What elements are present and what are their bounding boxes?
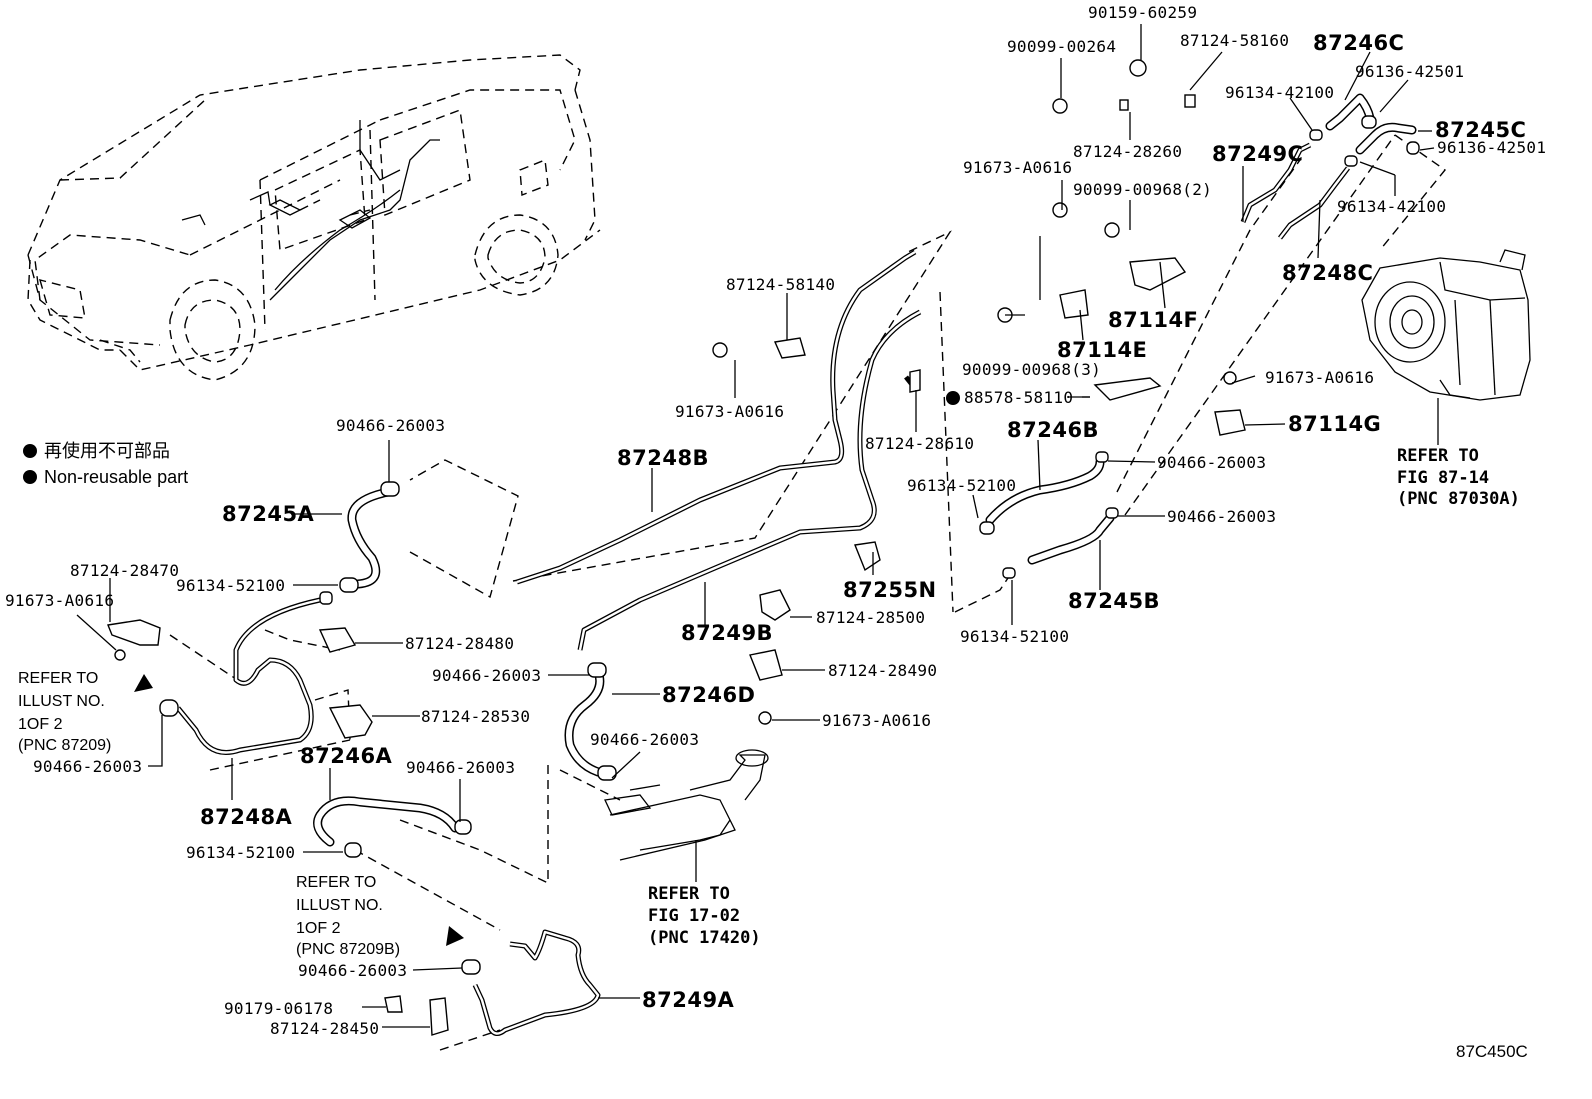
ref-line: ILLUST NO. bbox=[18, 693, 105, 710]
diagram-code: 87C450C bbox=[1456, 1042, 1528, 1061]
nonreusable-icon bbox=[23, 470, 37, 484]
part-number: 87124-58160 bbox=[1180, 31, 1289, 50]
arrows bbox=[134, 391, 960, 946]
part-number: 96134-52100 bbox=[186, 843, 295, 862]
ref-note-3: REFER TO FIG 17-02 (PNC 17420) bbox=[648, 884, 761, 948]
part-number: 91673-A0616 bbox=[1265, 368, 1374, 387]
part-number: 87255N bbox=[843, 578, 937, 602]
ref-line: REFER TO bbox=[648, 884, 730, 904]
part-number: 90466-26003 bbox=[590, 730, 699, 749]
up-arrow-icon bbox=[134, 674, 153, 692]
part-number: 90099-00264 bbox=[1007, 37, 1116, 56]
ref-line: 1OF 2 bbox=[18, 716, 63, 733]
part-number: 88578-58110 bbox=[964, 388, 1073, 407]
ref-line: 1OF 2 bbox=[296, 920, 341, 937]
part-number: 90179-06178 bbox=[224, 999, 333, 1018]
part-number: 87114F bbox=[1108, 308, 1198, 332]
part-number: 87246B bbox=[1007, 418, 1099, 442]
part-number: 87124-28470 bbox=[70, 561, 179, 580]
ref-note-4: REFER TO FIG 87-14 (PNC 87030A) bbox=[1397, 446, 1520, 509]
part-number: 91673-A0616 bbox=[5, 591, 114, 610]
part-number: 87124-28530 bbox=[421, 707, 530, 726]
part-number: 90466-26003 bbox=[1157, 453, 1266, 472]
part-number: 96134-42100 bbox=[1225, 83, 1334, 102]
part-number: 87249B bbox=[681, 621, 773, 645]
part-number: 90466-26003 bbox=[1167, 507, 1276, 526]
part-number: 96134-52100 bbox=[907, 476, 1016, 495]
legend-jp: 再使用不可部品 bbox=[44, 441, 170, 461]
part-number: 87245B bbox=[1068, 589, 1160, 613]
part-number: 87114E bbox=[1057, 338, 1147, 362]
part-number: 90099-00968(3) bbox=[962, 360, 1101, 379]
part-number: 96134-52100 bbox=[176, 576, 285, 595]
part-number: 87249C bbox=[1212, 142, 1303, 166]
part-number: 90466-26003 bbox=[33, 757, 142, 776]
part-number: 87246A bbox=[300, 744, 393, 768]
legend-en: Non-reusable part bbox=[44, 467, 188, 487]
part-number: 87248B bbox=[617, 446, 709, 470]
ref-line: REFER TO bbox=[296, 874, 376, 891]
part-number: 90099-00968(2) bbox=[1073, 180, 1212, 199]
vehicle-illustration bbox=[27, 54, 601, 381]
ref-line: FIG 87-14 bbox=[1397, 468, 1489, 488]
part-number: 91673-A0616 bbox=[675, 402, 784, 421]
part-number: 90466-26003 bbox=[298, 961, 407, 980]
part-number: 90466-26003 bbox=[336, 416, 445, 435]
part-number: 87246D bbox=[662, 683, 756, 707]
part-number: 87124-28480 bbox=[405, 634, 514, 653]
ref-line: (PNC 17420) bbox=[648, 928, 761, 948]
part-number: 90466-26003 bbox=[406, 758, 515, 777]
part-number: 90159-60259 bbox=[1088, 3, 1197, 22]
heater-unit-sketch bbox=[1361, 249, 1531, 401]
part-number: 87245C bbox=[1435, 118, 1526, 142]
ref-line: (PNC 87209B) bbox=[296, 941, 400, 958]
part-number: 87248A bbox=[200, 805, 293, 829]
ref-line: (PNC 87209) bbox=[18, 737, 111, 754]
ref-line: REFER TO bbox=[1397, 446, 1479, 466]
part-number: 87124-28610 bbox=[865, 434, 974, 453]
exhaust-sketch bbox=[604, 749, 769, 861]
part-number: 91673-A0616 bbox=[822, 711, 931, 730]
part-number: 87124-28490 bbox=[828, 661, 937, 680]
pipes bbox=[176, 142, 1350, 1036]
ref-line: ILLUST NO. bbox=[296, 897, 383, 914]
part-number: 96136-42501 bbox=[1437, 138, 1546, 157]
labels: 90159-60259 90099-00264 87124-58160 8724… bbox=[5, 3, 1546, 1038]
ref-line: FIG 17-02 bbox=[648, 906, 740, 926]
part-number: 87114G bbox=[1288, 412, 1381, 436]
hoses bbox=[313, 93, 1417, 847]
part-number: 96134-42100 bbox=[1337, 197, 1446, 216]
ref-note-2: REFER TO ILLUST NO. 1OF 2 (PNC 87209B) bbox=[296, 874, 400, 958]
part-number: 87124-28500 bbox=[816, 608, 925, 627]
nonreusable-icon bbox=[23, 444, 37, 458]
ref-line: (PNC 87030A) bbox=[1397, 489, 1520, 509]
part-number: 91673-A0616 bbox=[963, 158, 1072, 177]
up-arrow-icon bbox=[446, 926, 464, 946]
clamps bbox=[107, 59, 1420, 1036]
part-number: 87124-28260 bbox=[1073, 142, 1182, 161]
part-number: 87249A bbox=[642, 988, 735, 1012]
part-number: 87246C bbox=[1313, 31, 1404, 55]
part-number: 90466-26003 bbox=[432, 666, 541, 685]
legend: 再使用不可部品 Non-reusable part bbox=[23, 441, 188, 487]
ref-note-1: REFER TO ILLUST NO. 1OF 2 (PNC 87209) bbox=[18, 670, 111, 754]
part-number: 96136-42501 bbox=[1355, 62, 1464, 81]
leaders bbox=[76, 24, 1439, 1028]
nonreusable-icon bbox=[946, 391, 960, 405]
ref-line: REFER TO bbox=[18, 670, 98, 687]
part-number: 87248C bbox=[1282, 261, 1373, 285]
part-number: 87245A bbox=[222, 502, 315, 526]
part-number: 87124-28450 bbox=[270, 1019, 379, 1038]
part-number: 87124-58140 bbox=[726, 275, 835, 294]
part-number: 96134-52100 bbox=[960, 627, 1069, 646]
